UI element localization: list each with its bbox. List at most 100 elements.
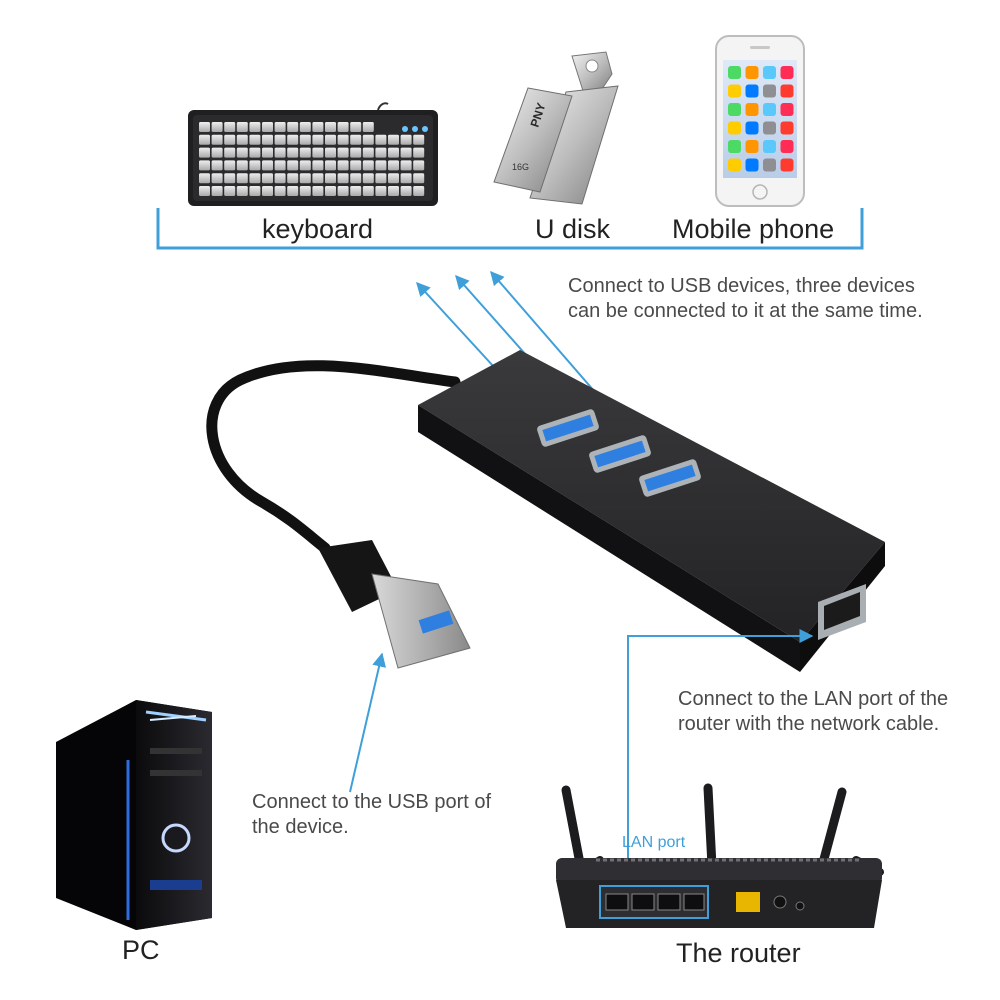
keyboard-key xyxy=(224,173,236,184)
keyboard-key xyxy=(388,173,399,184)
keyboard-key xyxy=(299,122,311,132)
mobile-phone-label: Mobile phone xyxy=(672,214,835,244)
keyboard-icon xyxy=(188,102,438,206)
keyboard-key xyxy=(350,186,362,196)
keyboard-key xyxy=(362,122,374,132)
app-icon xyxy=(728,140,741,153)
keyboard-key xyxy=(262,186,273,196)
keyboard-key xyxy=(224,147,236,158)
app-icon xyxy=(745,84,759,98)
keyboard-key xyxy=(211,160,223,171)
keyboard-key xyxy=(299,147,311,158)
keyboard-key xyxy=(236,134,248,145)
keyboard-key xyxy=(375,186,387,196)
keyboard-key xyxy=(211,173,223,184)
app-icon xyxy=(780,121,794,135)
router-icon xyxy=(556,783,884,928)
keyboard-key xyxy=(262,147,273,158)
keyboard-key xyxy=(337,134,349,145)
keyboard-key xyxy=(337,122,349,132)
app-icon xyxy=(763,66,776,79)
keyboard-key xyxy=(388,134,399,145)
pc-label: PC xyxy=(122,935,160,965)
usb-port-arrow xyxy=(349,652,386,793)
app-icon xyxy=(780,66,794,79)
keyboard-key xyxy=(312,147,324,158)
keyboard-key xyxy=(312,186,324,196)
keyboard-key xyxy=(236,147,248,158)
keyboard-key xyxy=(413,147,425,158)
keyboard-key xyxy=(400,134,412,145)
usb-devices-note: Connect to USB devices, three devices ca… xyxy=(568,275,923,322)
keyboard-key xyxy=(199,134,210,145)
keyboard-key xyxy=(211,147,223,158)
keyboard-key xyxy=(337,173,349,184)
keyboard-key xyxy=(249,122,261,132)
app-icon xyxy=(728,84,741,98)
keyboard-key xyxy=(337,160,349,171)
rj45-port xyxy=(818,584,866,640)
keyboard-key xyxy=(236,122,248,132)
keyboard-key xyxy=(299,134,311,145)
app-icon xyxy=(745,158,759,172)
app-icon xyxy=(728,158,741,172)
keyboard-key xyxy=(249,134,261,145)
usb3-port-3 xyxy=(639,459,701,497)
lan-port-label: LAN port xyxy=(622,834,686,851)
keyboard-key xyxy=(350,160,362,171)
app-icon xyxy=(780,140,794,153)
lan-connection-line xyxy=(627,629,814,904)
keyboard-key xyxy=(211,134,223,145)
keyboard-key xyxy=(362,173,374,184)
keyboard-key xyxy=(249,147,261,158)
app-icon xyxy=(745,66,759,79)
usb-flash-drive-icon: PNY 16G xyxy=(493,51,619,205)
keyboard-key xyxy=(224,134,236,145)
usb-hub-icon xyxy=(418,350,885,672)
keyboard-key xyxy=(287,173,299,184)
app-icon xyxy=(780,84,794,98)
keyboard-key xyxy=(249,186,261,196)
keyboard-key xyxy=(312,122,324,132)
keyboard-key xyxy=(211,186,223,196)
keyboard-key xyxy=(413,186,425,196)
keyboard-key xyxy=(199,160,210,171)
keyboard-key xyxy=(299,173,311,184)
keyboard-key xyxy=(325,147,336,158)
keyboard-key xyxy=(236,173,248,184)
keyboard-key xyxy=(350,122,362,132)
app-icon xyxy=(745,103,759,116)
devices-bracket xyxy=(156,208,864,250)
keyboard-key xyxy=(199,173,210,184)
keyboard-key xyxy=(312,160,324,171)
keyboard-key xyxy=(337,147,349,158)
keyboard-key xyxy=(375,173,387,184)
keyboard-key xyxy=(211,122,223,132)
app-icon xyxy=(763,121,776,135)
keyboard-key xyxy=(299,160,311,171)
mobile-phone-icon xyxy=(715,35,805,207)
udisk-capacity-text: 16G xyxy=(512,162,529,172)
keyboard-key xyxy=(274,134,286,145)
keyboard-key xyxy=(325,186,336,196)
keyboard-key xyxy=(224,186,236,196)
keyboard-key xyxy=(413,134,425,145)
app-icon xyxy=(728,66,741,79)
keyboard-key xyxy=(350,147,362,158)
keyboard-key xyxy=(274,122,286,132)
keyboard-key xyxy=(400,147,412,158)
keyboard-key xyxy=(274,186,286,196)
keyboard-key xyxy=(287,160,299,171)
keyboard-key xyxy=(400,173,412,184)
app-icon xyxy=(763,140,776,153)
keyboard-key xyxy=(262,160,273,171)
app-icon xyxy=(745,140,759,153)
keyboard-key xyxy=(388,186,399,196)
keyboard-key xyxy=(375,134,387,145)
keyboard-key xyxy=(350,134,362,145)
keyboard-key xyxy=(274,147,286,158)
keyboard-key xyxy=(199,122,210,132)
keyboard-key xyxy=(337,186,349,196)
keyboard-key xyxy=(236,160,248,171)
